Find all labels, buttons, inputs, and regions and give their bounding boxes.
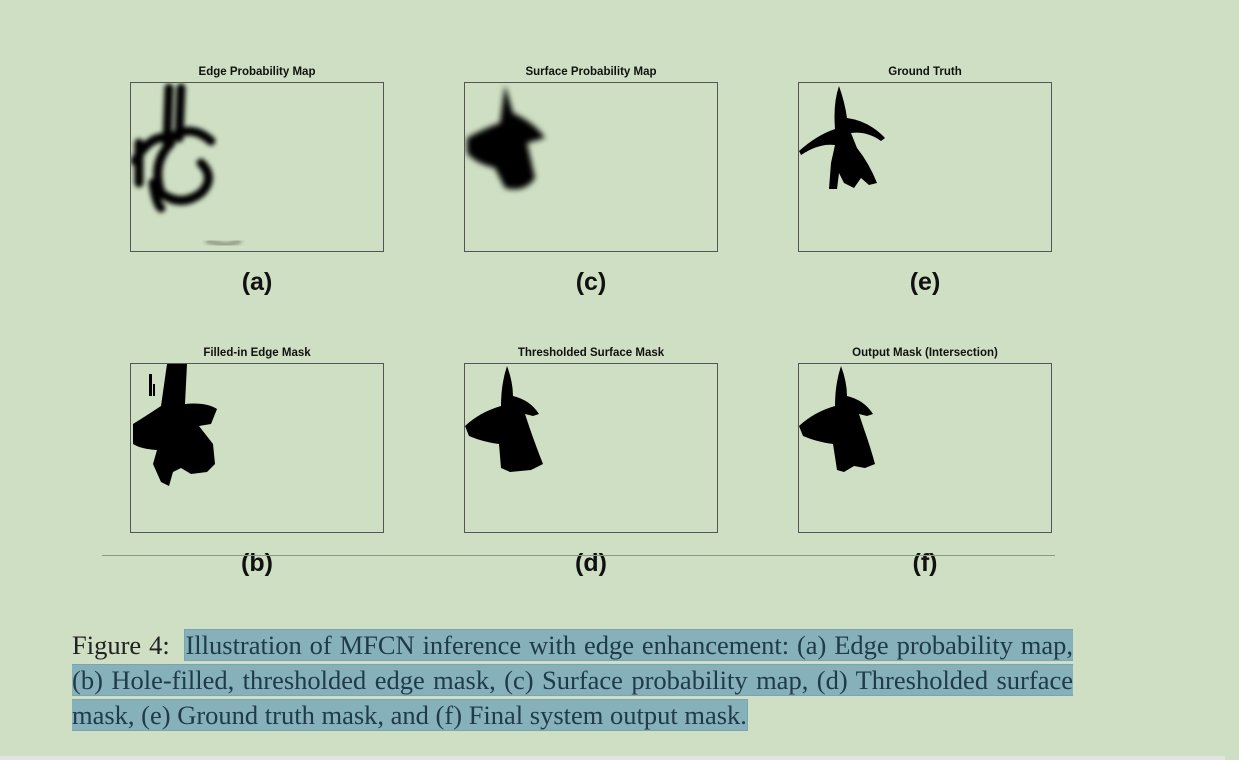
panel-title: Filled-in Edge Mask bbox=[203, 347, 311, 359]
page-rule bbox=[102, 555, 1055, 556]
horizontal-scrollbar[interactable] bbox=[0, 756, 1225, 760]
panel-title: Edge Probability Map bbox=[198, 66, 316, 78]
output-mask-image bbox=[798, 363, 1052, 533]
panel-label: (b) bbox=[241, 549, 273, 577]
figure-caption[interactable]: Figure 4: Illustration of MFCN inference… bbox=[72, 628, 1073, 733]
caption-prefix: Figure 4: bbox=[72, 630, 170, 660]
panel-title: Ground Truth bbox=[888, 66, 962, 78]
panel-label: (d) bbox=[575, 549, 607, 577]
panel-title: Output Mask (Intersection) bbox=[852, 347, 998, 359]
surface-probability-image bbox=[464, 82, 718, 252]
panel-label: (f) bbox=[912, 549, 938, 577]
ground-truth-image bbox=[798, 82, 1052, 252]
panel-label: (a) bbox=[241, 268, 273, 296]
panel-label: (e) bbox=[909, 268, 941, 296]
caption-text-selected[interactable]: Illustration of MFCN inference with edge… bbox=[72, 630, 1073, 730]
filled-edge-mask-image bbox=[130, 363, 384, 533]
panel-label: (c) bbox=[575, 268, 607, 296]
panel-title: Thresholded Surface Mask bbox=[517, 347, 665, 359]
panel-title: Surface Probability Map bbox=[525, 66, 657, 78]
thresholded-surface-mask-image bbox=[464, 363, 718, 533]
edge-probability-image bbox=[130, 82, 384, 252]
